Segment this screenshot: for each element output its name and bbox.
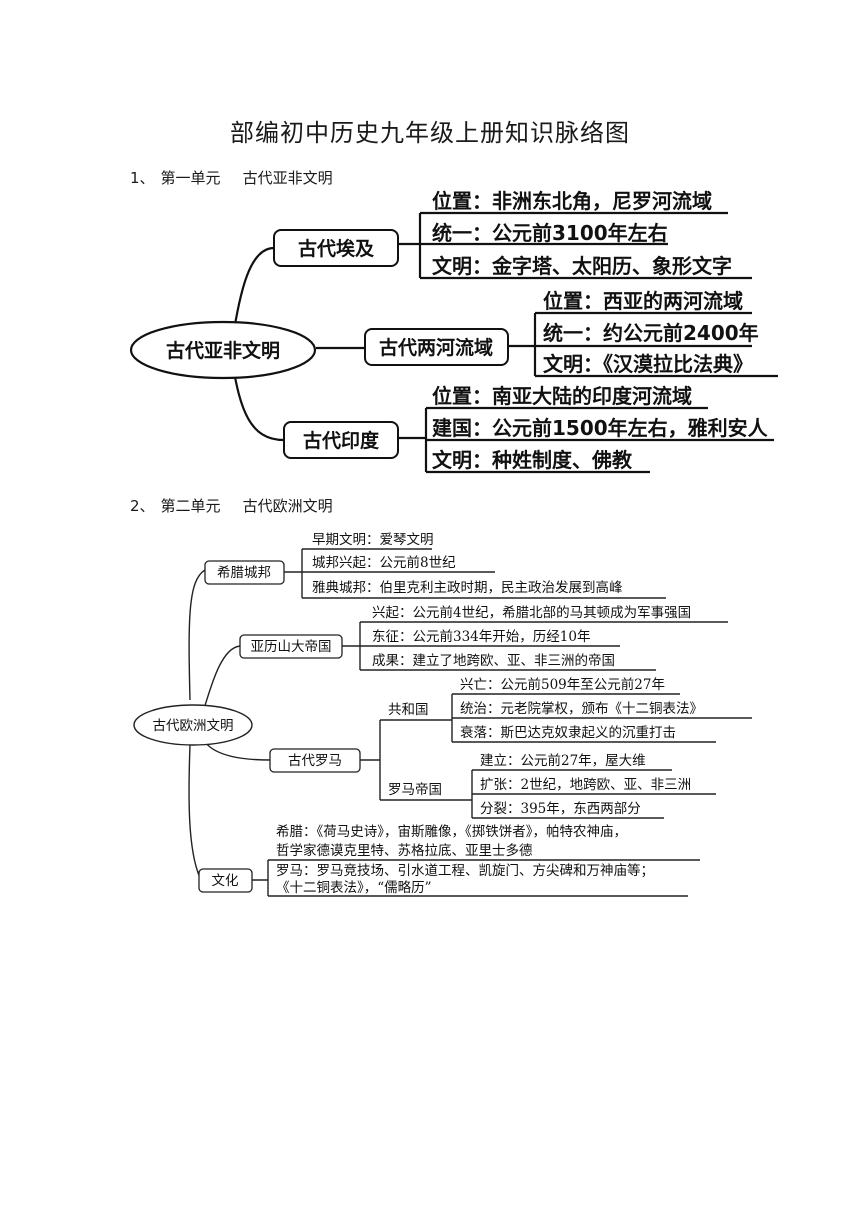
section-1-heading: 1、第一单元 古代亚非文明 [130,167,333,188]
page-title: 部编初中历史九年级上册知识脉络图 [230,119,630,147]
branch-label-greece: 希腊城邦 [217,565,271,581]
section-number: 2、 [130,497,155,515]
leaf-text: 统一：约公元前2400年 [543,321,759,345]
connector [204,741,271,761]
leaf-text: 成果：建立了地跨欧、亚、非三洲的帝国 [372,653,615,669]
branch-box-rome [269,748,361,773]
sub-label-empire: 罗马帝国 [388,782,442,798]
connector-egypt [230,246,275,344]
underline [535,311,778,378]
branch-box-mesopotamia [364,328,509,366]
center-node [129,320,317,380]
leaf-text: 东征：公元前334年开始，历经10年 [372,628,590,645]
connector [188,744,201,879]
leaf-text: 文明：《汉漠拉比法典》 [543,352,753,376]
connector-india [230,359,285,442]
branch-box-greece [204,560,285,585]
leaf-text: 位置：南亚大陆的印度河流域 [432,384,692,408]
connector [199,645,241,723]
branch-label-culture: 文化 [212,873,239,889]
branch-label-india: 古代印度 [303,429,380,452]
culture-rome-line-1: 罗马：罗马竞技场、引水道工程、凯旋门、方尖碑和万神庙等； [276,862,654,879]
underline [360,621,728,671]
underline [380,719,460,801]
section-unit: 第二单元 [160,497,221,515]
connector [188,569,206,701]
leaf-text: 位置：西亚的两河流域 [543,289,743,313]
connector [460,770,473,818]
leaf-text: 文明：种姓制度、佛教 [432,448,633,472]
leaf-text: 建国：公元前1500年左右，雅利安人 [432,416,769,440]
connector [284,549,303,598]
center-node [133,704,253,746]
underline [268,859,700,897]
connector [438,694,453,742]
leaf-text: 文明：金字塔、太阳历、象形文字 [432,254,732,278]
culture-greece-line-1: 希腊：《荷马史诗》，宙斯雕像，《掷铁饼者》，帕特农神庙， [276,824,627,840]
leaf-text: 雅典城邦：伯里克利主政时期，民主政治发展到高峰 [312,579,623,596]
branch-box-alexander [239,634,343,659]
leaf-text: 扩张：2世纪，地跨欧、亚、非三洲 [480,777,691,793]
underline [420,211,752,280]
sub-label-republic: 共和国 [388,702,429,718]
underline [472,769,716,819]
branch-box-egypt [273,229,399,267]
leaf-text: 城邦兴起：公元前8世纪 [312,554,456,571]
culture-greece-line-2: 哲学家德谟克里特、苏格拉底、亚里士多德 [276,842,533,859]
leaf-text: 位置：非洲东北角，尼罗河流域 [432,189,712,213]
connector [360,720,381,800]
section-name: 古代亚非文明 [242,169,333,187]
branch-label-alexander: 亚历山大帝国 [251,639,332,655]
underline [452,693,752,743]
section-number: 1、 [130,169,155,187]
branch-box-india [283,421,399,459]
branch-box-culture [198,868,253,893]
leaf-text: 统一：公元前3100年左右 [432,221,668,245]
leaf-text: 兴亡：公元前509年至公元前27年 [460,676,665,693]
leaf-text: 分裂：395年，东西两部分 [480,801,641,817]
connector [342,622,361,670]
center-label: 古代欧洲文明 [153,718,234,734]
underline [302,548,666,599]
underline [426,406,774,474]
section-name: 古代欧洲文明 [242,497,333,515]
culture-rome-line-2: 《十二铜表法》，“儒略历” [276,880,432,896]
leaf-text: 统治：元老院掌权，颁布《十二铜表法》 [460,700,703,717]
branch-label-mesopotamia: 古代两河流域 [379,336,493,359]
connector [252,860,269,896]
leaf-text: 兴起：公元前4世纪，希腊北部的马其顿成为军事强国 [372,604,691,621]
leaf-text: 早期文明：爱琴文明 [312,532,434,548]
leaf-text: 建立：公元前27年，屋大维 [480,752,646,769]
section-unit: 第一单元 [160,169,221,187]
section-2-heading: 2、第二单元 古代欧洲文明 [130,495,333,516]
center-label: 古代亚非文明 [166,339,280,362]
branch-label-egypt: 古代埃及 [298,237,375,260]
branch-label-rome: 古代罗马 [288,753,342,769]
leaf-text: 衰落：斯巴达克奴隶起义的沉重打击 [460,724,676,741]
